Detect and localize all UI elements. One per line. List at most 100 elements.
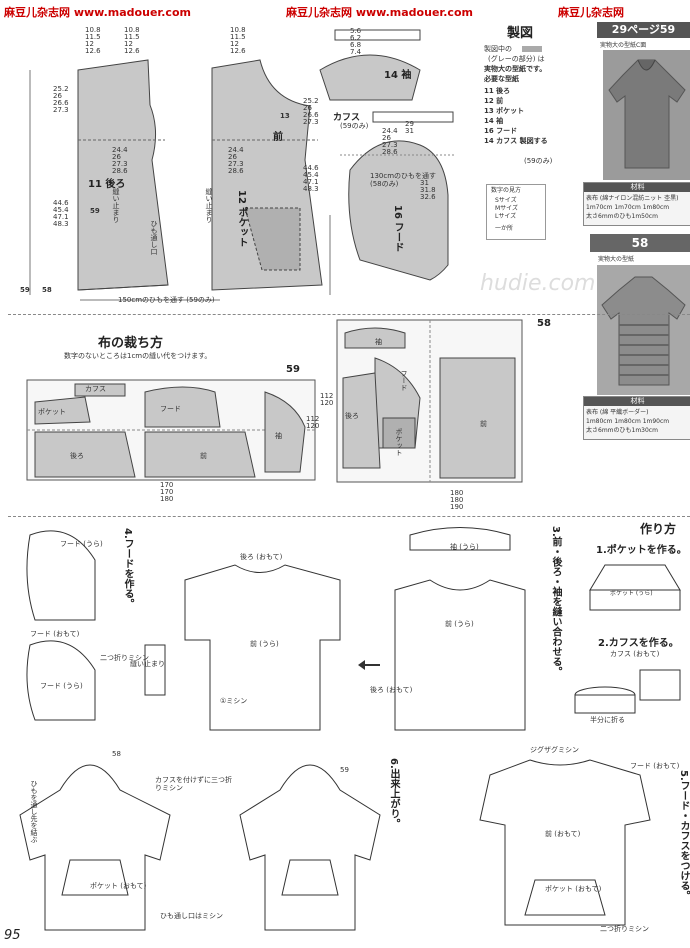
dim-back-m: 11.5 <box>85 33 101 41</box>
garment-photo-59 <box>603 50 690 180</box>
dim2-l: 12 <box>124 40 133 48</box>
back-piece-label: 11 後ろ <box>88 179 126 190</box>
size-m: Mサイズ <box>495 205 518 212</box>
cut58-w-s: 180 <box>450 489 464 497</box>
finished-58-cuff-note: カフスを付けずに三つ折りミシン <box>155 776 232 792</box>
page-ref-58-sub: 実物大の型紙 <box>598 256 635 263</box>
s5-pocket-omote: ポケット (おもて) <box>545 885 602 893</box>
s5-hood-omote: フード (おもて) <box>630 762 680 770</box>
steps-illustrations-svg <box>19 527 681 931</box>
page-ref-59: 29ページ59 <box>597 22 690 38</box>
hood-piece-label: 16 フード <box>392 205 403 253</box>
cut58-hood: フード <box>400 370 408 391</box>
s3-front-ura: 前 (うら) <box>250 640 279 648</box>
finished-59-num: 59 <box>340 766 349 774</box>
gray-swatch <box>522 46 542 52</box>
cut58-pocket: ポケット <box>395 428 403 456</box>
hood-s: 31 <box>420 179 429 187</box>
sleeve-top-dims: 5.6 6.2 6.8 7.4 <box>350 28 361 56</box>
step3-title: 3.前・後ろ・袖を縫い合わせる。 <box>550 526 561 677</box>
fl-l: 47.1 <box>303 178 319 186</box>
front-top-dims: 10.8 11.5 12 12.6 <box>230 27 246 55</box>
materials-58-title: 材料 <box>584 397 690 406</box>
string-note: 150cmのひもを通す (59のみ) <box>118 296 215 304</box>
fs-m: 26 <box>303 104 312 112</box>
dim-back-s: 10.8 <box>85 26 101 34</box>
s5-front-omote: 前 (おもて) <box>545 830 581 838</box>
sl-s: 5.6 <box>350 27 362 35</box>
back-long-dims: 44.6 45.4 47.1 48.3 <box>53 200 69 228</box>
sl-m: 6.2 <box>350 34 362 42</box>
cut59-h-1: 112 <box>306 415 320 423</box>
cutting-layout-59-svg <box>26 379 316 481</box>
pattern-item-1: 11 後ろ <box>484 87 511 95</box>
page-ref-59-sub: 実物大の型紙C面 <box>600 42 647 49</box>
hem-label-back: ひも通し口 <box>150 220 158 255</box>
pattern-note-line3: 実物大の型紙です。 <box>484 65 547 73</box>
cutting-layout-58-svg <box>336 319 523 483</box>
hood-dims: 31 31.8 32.6 <box>420 180 436 201</box>
finished-58-pocket: ポケット (おもて) <box>90 882 147 890</box>
fw-m: 26 <box>228 153 237 161</box>
back-width-dims: 24.4 26 27.3 28.6 <box>112 147 128 175</box>
s4-stitch-stop: 縫い止まり <box>130 660 165 668</box>
bl-l: 47.1 <box>53 213 69 221</box>
sl-ll: 7.4 <box>350 48 362 56</box>
s3-sleeve-ura: 袖 (うら) <box>450 543 479 551</box>
pattern-note-line4: 必要な型紙 <box>484 75 519 83</box>
stitch-stop-front: 縫い止まり <box>205 188 213 223</box>
dim2-m: 11.5 <box>124 33 140 41</box>
watermark-hudie: hudie.com <box>480 271 596 296</box>
hoodie-photo-icon <box>608 59 686 169</box>
watermark-left: 麻豆儿杂志网 www.madouer.com <box>4 6 191 19</box>
pattern-item-2: 12 前 <box>484 97 504 105</box>
back-top-dims-2: 10.8 11.5 12 12.6 <box>124 27 140 55</box>
front-width-dims: 24.4 26 27.3 28.6 <box>228 147 244 175</box>
bw-l: 27.3 <box>112 160 128 168</box>
cuff-m: 31 <box>405 127 414 135</box>
pocket-piece-label: 12 ポケット <box>236 190 247 248</box>
cut59-w-s: 170 <box>160 481 174 489</box>
sw-s: 24.4 <box>382 127 398 135</box>
front-piece-label: 前 <box>273 132 283 143</box>
finished-58-num: 58 <box>112 750 121 758</box>
bl-s: 44.6 <box>53 199 69 207</box>
dim-back-ll: 12.6 <box>85 47 101 55</box>
size-mark: 一か所 <box>495 225 514 232</box>
pattern-note-59only: (59のみ) <box>524 157 553 165</box>
front-side-dims: 25.2 26 26.6 27.3 <box>303 98 319 126</box>
cuff-label: カフス <box>333 113 361 123</box>
cut59-back: 後ろ <box>70 452 84 460</box>
cut59-front: 前 <box>200 452 207 460</box>
cut58-sleeve: 袖 <box>375 338 382 346</box>
back-side-dims: 25.2 26 26.6 27.3 <box>53 86 69 114</box>
pattern-item-3: 13 ポケット <box>484 107 525 115</box>
step5-title: 5.フード・カフスをつける。 <box>678 770 689 901</box>
cut59-pocket: ポケット <box>38 408 66 416</box>
section-divider-1 <box>8 314 690 315</box>
dim3-s: 10.8 <box>230 26 246 34</box>
fw-s: 24.4 <box>228 146 244 154</box>
s2-cuff-omote: カフス (おもて) <box>610 650 660 658</box>
materials-58-line3: 太さ6mmのひも1m30cm <box>586 427 658 434</box>
watermark-right: 麻豆儿杂志网 <box>558 6 624 19</box>
fs-ll: 27.3 <box>303 118 319 126</box>
cut58-front: 前 <box>480 420 487 428</box>
materials-59-line3: 太さ6mmのひも1m50cm <box>586 213 658 220</box>
back-top-dims: 10.8 11.5 12 12.6 <box>85 27 101 55</box>
cut59-heights: 112 120 <box>306 416 319 430</box>
pattern-note-line1: 製図中の <box>484 45 512 53</box>
cuff-note: (59のみ) <box>340 122 369 130</box>
materials-59-title: 材料 <box>584 183 690 192</box>
materials-59-box: 材料 表布 (綿ナイロン混紡ニット 杢黒) 1m70cm 1m70cm 1m80… <box>583 182 690 226</box>
hood-l: 32.6 <box>420 193 436 201</box>
cutting-label-59: 59 <box>286 364 300 375</box>
section-divider-2 <box>8 516 690 517</box>
s3-back-omote: 後ろ (おもて) <box>240 553 283 561</box>
stitch-stop-back: 縫い止まり <box>112 188 120 223</box>
step6-title: 6.出来上がり。 <box>388 758 399 829</box>
sw-m: 26 <box>382 134 391 142</box>
cut58-w-m: 180 <box>450 496 464 504</box>
cut58-h-2: 120 <box>320 399 334 407</box>
s4-two-fold: 二つ折りミシン <box>100 654 149 662</box>
